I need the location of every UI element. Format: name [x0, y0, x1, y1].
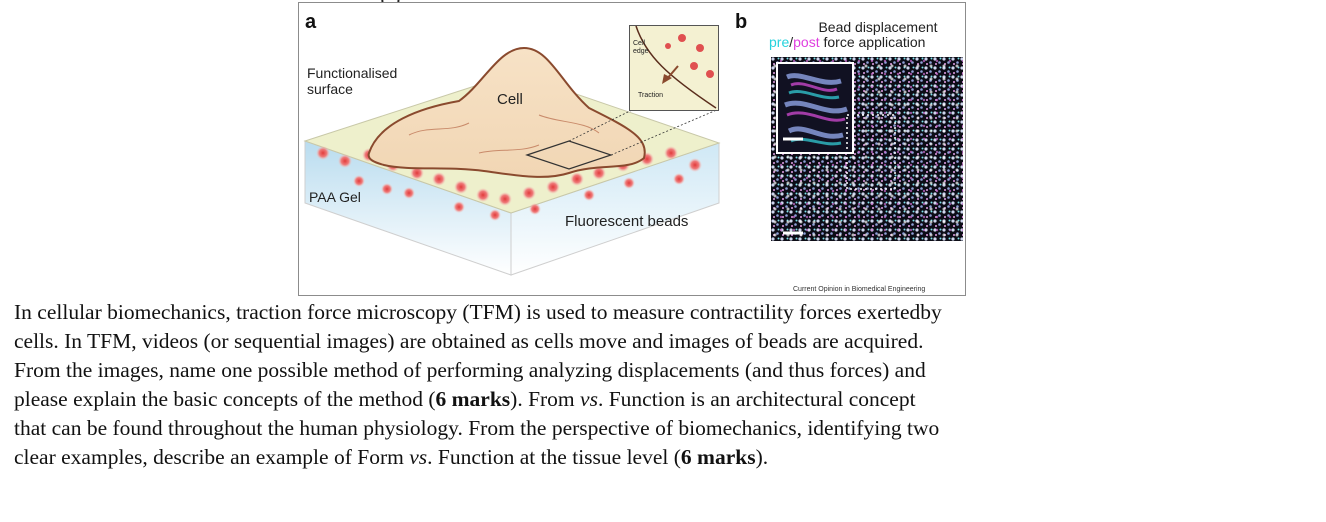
question-line-1: In cellular biomechanics, traction force…: [14, 300, 942, 324]
question-line-5: that can be found throughout the human p…: [14, 416, 940, 440]
panel-b-letter: b: [735, 11, 748, 33]
cell-body: [367, 46, 646, 178]
paa-gel-label: PAA Gel: [309, 189, 361, 205]
fluorescent-beads-label: Fluorescent beads: [565, 213, 689, 230]
panel-b-title-line1: Bead displacement: [818, 19, 938, 35]
traction-inset: Cell edge Traction: [629, 25, 719, 111]
marks-emphasis: 6 marks: [435, 387, 511, 411]
inset-cell-edge-label: Cell edge: [633, 40, 649, 55]
panel-a-letter: a: [305, 11, 317, 33]
inset-traction-label: Traction: [638, 92, 664, 99]
pre-label: pre: [769, 34, 790, 50]
question-line-4: please explain the basic concepts of the…: [14, 387, 916, 411]
functionalised-surface-label: Functionalised surface: [307, 65, 398, 97]
tfm-schematic: [303, 46, 721, 276]
tfm-figure: a: [298, 2, 966, 296]
question-line-3: From the images, name one possible metho…: [14, 358, 926, 382]
figure-credit: Current Opinion in Biomedical Engineerin…: [793, 286, 926, 293]
panel-b-title-line2: pre/post force application: [769, 34, 926, 50]
question-text: In cellular biomechanics, traction force…: [14, 298, 1314, 472]
cell-label: Cell: [497, 91, 523, 108]
post-label: post: [793, 34, 820, 50]
question-line-2: cells. In TFM, videos (or sequential ima…: [14, 329, 924, 353]
bead-displacement-image: [771, 57, 963, 241]
marks-emphasis: 6 marks: [680, 445, 756, 469]
question-line-6: clear examples, describe an example of F…: [14, 445, 769, 469]
